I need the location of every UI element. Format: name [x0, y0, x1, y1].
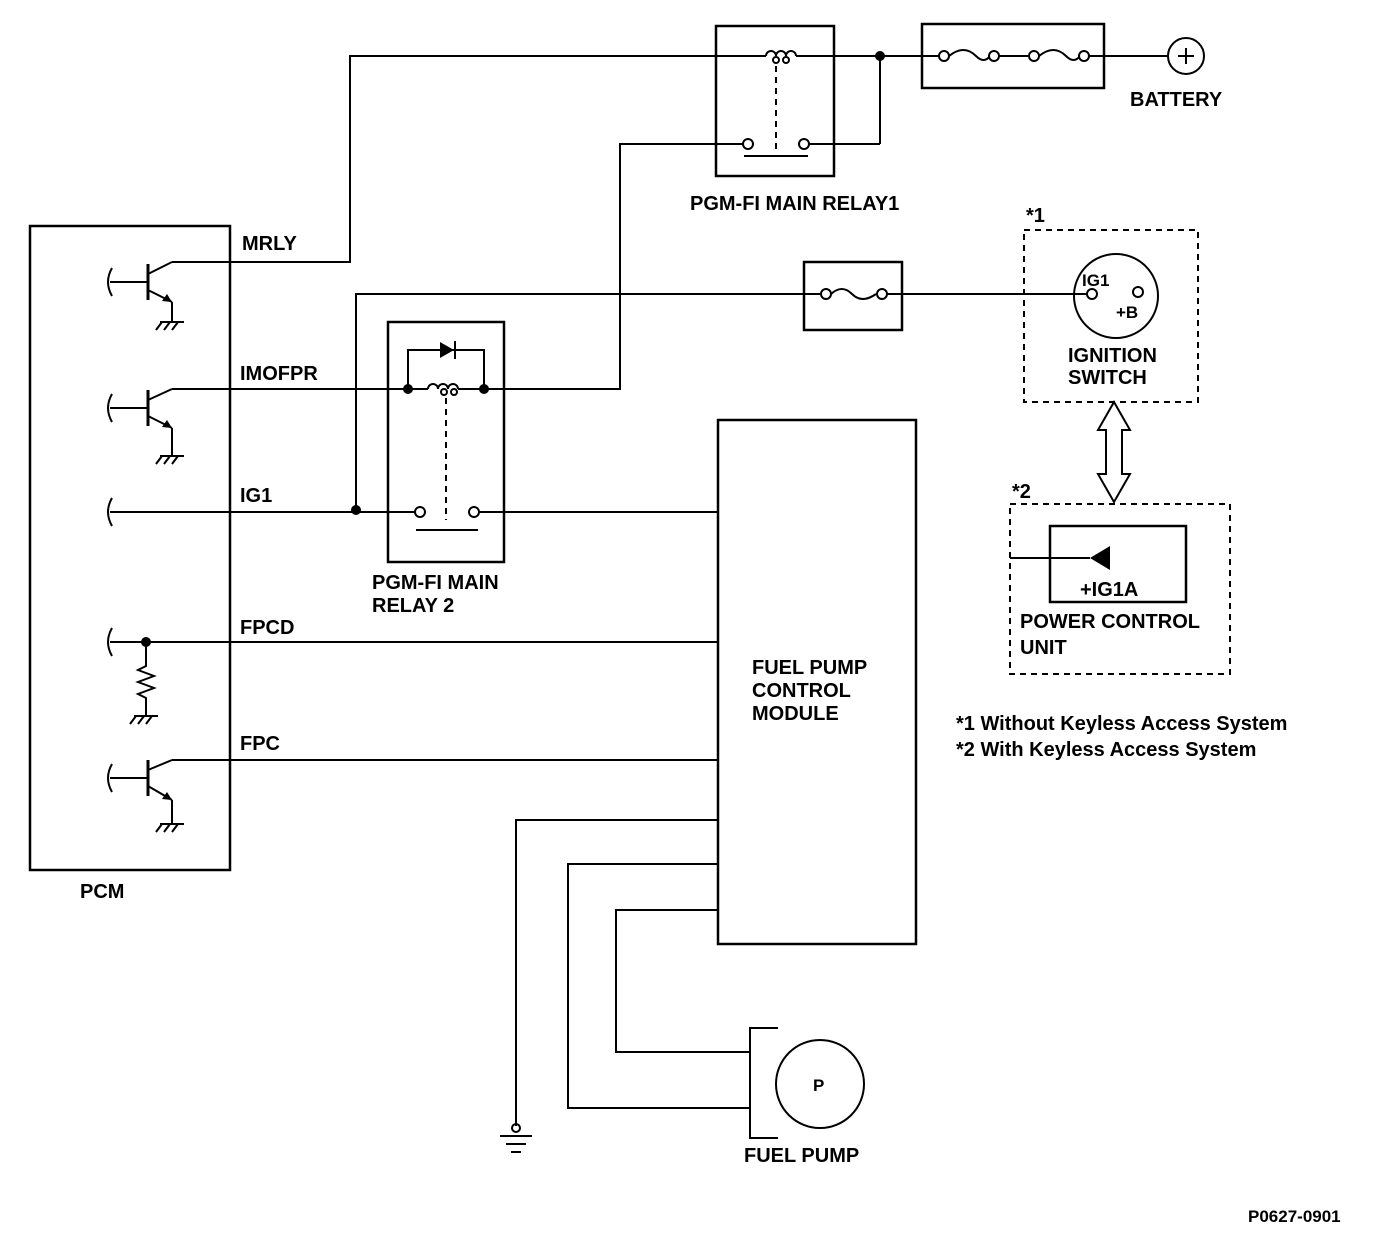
pcu-label-1: POWER CONTROL	[1020, 611, 1200, 633]
wire-mrly	[230, 55, 760, 263]
relay-coil-icon	[403, 383, 489, 396]
mark-1: *1	[1026, 205, 1045, 227]
battery-plus-icon	[1167, 37, 1205, 75]
signal-ig1-label: IG1	[240, 485, 272, 507]
signal-mrly-label: MRLY	[242, 233, 297, 255]
pcu-terminal-label: +IG1A	[1080, 579, 1138, 601]
power-control-unit-box: +IG1A POWER CONTROL UNIT	[1009, 503, 1231, 675]
signal-fpc-label: FPC	[240, 733, 280, 755]
ground-icon	[500, 1123, 532, 1153]
ignition-label-2: SWITCH	[1068, 367, 1147, 389]
relay2-box	[386, 320, 506, 564]
figure-id: P0627-0901	[1248, 1207, 1341, 1226]
fuel-pump-label: FUEL PUMP	[744, 1145, 859, 1167]
diode-icon	[407, 341, 485, 389]
note-2: *2 With Keyless Access System	[956, 739, 1256, 761]
relay1-label: PGM-FI MAIN RELAY1	[690, 193, 899, 215]
ig1-terminal-label: IG1	[1082, 271, 1109, 290]
ignition-label-1: IGNITION	[1068, 345, 1157, 367]
pump-symbol: P	[813, 1076, 824, 1095]
b-terminal-label: +B	[1116, 303, 1138, 322]
transistor-icon	[107, 388, 230, 465]
fuse-icon	[802, 260, 904, 332]
mark-2: *2	[1012, 481, 1031, 503]
battery-label: BATTERY	[1130, 89, 1223, 111]
relay2-label-2: RELAY 2	[372, 595, 454, 617]
transistor-icon	[107, 261, 230, 331]
pcu-label-2: UNIT	[1020, 637, 1067, 659]
fuse-icon	[920, 22, 1106, 90]
relay1-box	[714, 24, 885, 178]
wire-relay2-coil-to-relay1	[484, 143, 748, 390]
resistor-icon	[107, 627, 230, 725]
pcm-label: PCM	[80, 881, 124, 903]
fuel-pump-control-module: FUEL PUMP CONTROL MODULE	[716, 418, 918, 946]
relay2-label-1: PGM-FI MAIN	[372, 572, 499, 594]
ground-icon	[155, 455, 184, 465]
ig1-input-icon	[107, 497, 113, 527]
relay-coil-icon	[760, 50, 880, 64]
arrow-icon	[1096, 399, 1132, 505]
fpcm-label-2: CONTROL	[752, 680, 851, 702]
fpcm-label-3: MODULE	[752, 703, 839, 725]
ignition-switch-box: IG1 +B IGNITION SWITCH	[1023, 229, 1199, 403]
ground-icon	[155, 321, 184, 331]
transistor-icon	[107, 759, 230, 833]
pcm-box: PCM	[28, 224, 232, 903]
wire-ig1-to-fuse	[355, 293, 822, 510]
wire-pump-2	[615, 909, 750, 1053]
wire-pump-1	[567, 863, 750, 1109]
signal-fpcd-label: FPCD	[240, 617, 294, 639]
fpcm-label-1: FUEL PUMP	[752, 657, 867, 679]
fuel-pump: P	[749, 1027, 865, 1139]
signal-imofpr-label: IMOFPR	[240, 363, 318, 385]
ground-icon	[155, 823, 184, 833]
note-1: *1 Without Keyless Access System	[956, 713, 1287, 735]
wire-fpcm-ground	[515, 819, 718, 1126]
